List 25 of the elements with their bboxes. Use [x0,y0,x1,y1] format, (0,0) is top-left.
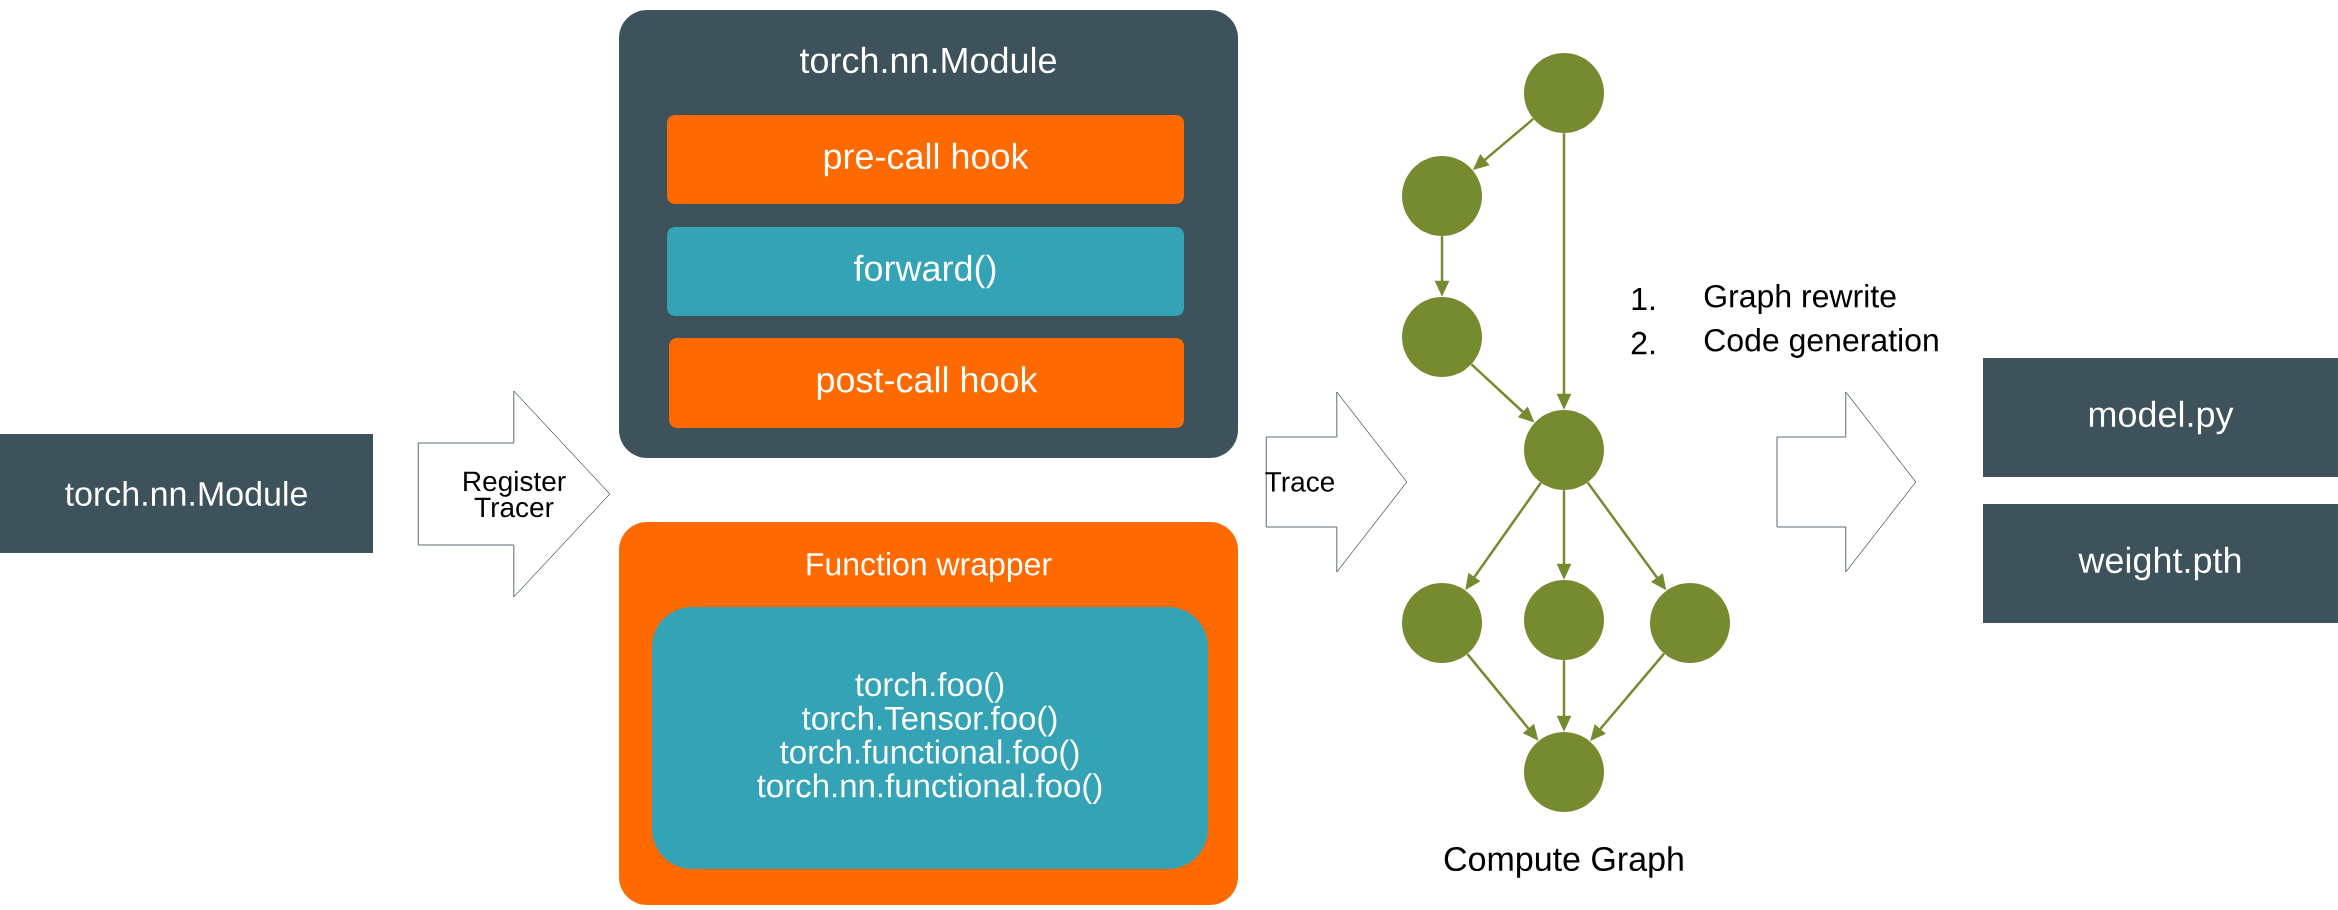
block-arrow [417,390,611,598]
graph-node [1402,583,1482,663]
list-item: Graph rewrite [1704,284,1896,314]
list-number: 2. [1631,331,1654,355]
block-arrow [1265,391,1408,573]
graph-node [1402,156,1482,236]
process-box: weight.pth [1983,504,2338,623]
process-box: post-call hook [669,338,1184,428]
edge-label: Register Tracer [464,470,566,518]
graph-node [1524,732,1604,812]
list-number: 1. [1632,288,1654,310]
graph-node [1524,580,1604,660]
function-list-box: torch.foo() torch.Tensor.foo() torch.functional.foo() torch.nn.functional.foo() [652,607,1208,869]
block-arrow [1776,391,1917,573]
edge-label: Trace [1265,472,1335,492]
graph-node [1524,410,1604,490]
graph-node [1402,297,1482,377]
list-item: Code generation [1704,328,1938,358]
graph-node [1524,53,1604,133]
graph-node [1650,583,1730,663]
process-box: model.py [1983,358,2338,477]
process-box: torch.nn.Module [0,434,373,553]
process-box: forward() [667,227,1184,316]
process-box: pre-call hook [667,115,1184,204]
graph-caption: Compute Graph [1444,846,1683,878]
